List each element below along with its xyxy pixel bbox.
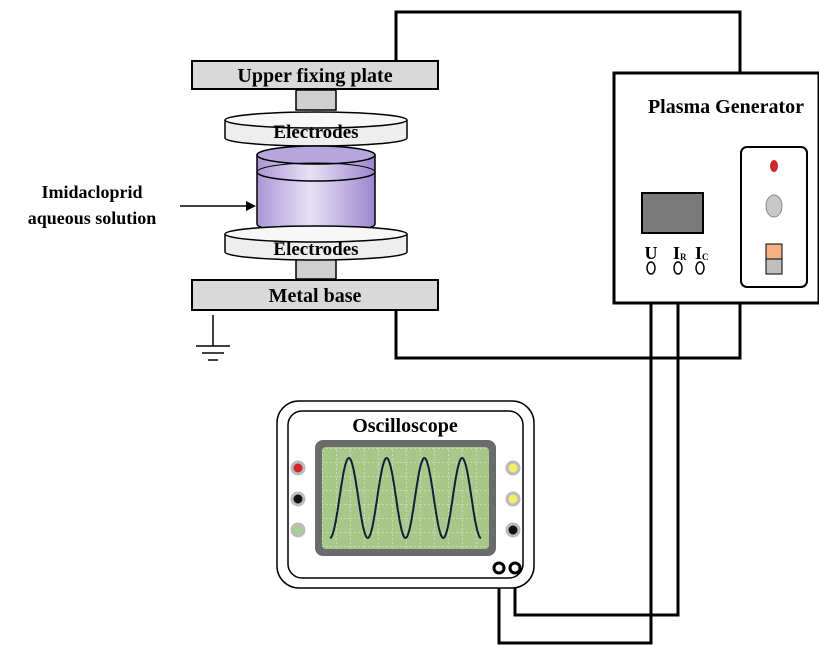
- power-indicator-led: [770, 160, 778, 172]
- lower-electrode: Electrodes: [224, 225, 408, 261]
- upper-fixing-plate-label: Upper fixing plate: [237, 65, 392, 87]
- plasma-generator: Plasma Generator U IR IC: [612, 71, 819, 305]
- osc-led-yellow-2: [505, 491, 521, 507]
- upper-electrode-label: Electrodes: [273, 122, 358, 143]
- wire-u-to-oscilloscope: [497, 274, 653, 645]
- terminal-ir-socket[interactable]: [673, 261, 683, 275]
- arrow-right-icon: [180, 201, 256, 211]
- osc-led-green: [290, 522, 306, 538]
- terminal-ic-label: IC: [695, 243, 709, 263]
- solution-container: [256, 145, 376, 234]
- upper-connector: [295, 89, 337, 111]
- metal-base: Metal base: [191, 279, 439, 311]
- upper-electrode: Electrodes: [224, 111, 408, 147]
- terminal-ir-label: IR: [673, 243, 687, 263]
- upper-fixing-plate: Upper fixing plate: [191, 60, 439, 90]
- osc-led-black-left: [290, 491, 306, 507]
- osc-input-jack-2[interactable]: [508, 561, 522, 575]
- terminal-u-label: U: [645, 243, 658, 263]
- oscilloscope-waveform: [329, 456, 482, 540]
- osc-led-red: [290, 460, 306, 476]
- ground-symbol-icon: [196, 315, 230, 361]
- generator-display: [641, 192, 704, 234]
- terminal-ic-socket[interactable]: [695, 261, 705, 275]
- solution-label-line2: aqueous solution: [28, 208, 157, 228]
- metal-base-label: Metal base: [269, 285, 362, 307]
- plasma-generator-label: Plasma Generator: [648, 96, 804, 118]
- switch-gray[interactable]: [765, 258, 783, 275]
- wire-ir-to-oscilloscope: [513, 274, 680, 617]
- lower-electrode-label: Electrodes: [273, 239, 358, 260]
- osc-led-black-right: [505, 522, 521, 538]
- oscilloscope-label: Oscilloscope: [352, 415, 458, 437]
- switch-orange[interactable]: [765, 243, 783, 260]
- oscilloscope: Oscilloscope: [276, 400, 535, 589]
- solution-label-line1: Imidacloprid: [41, 182, 142, 202]
- control-knob[interactable]: [765, 194, 783, 218]
- wire-base-to-generator: [394, 303, 742, 360]
- wire-upper-plate-to-generator: [394, 10, 742, 73]
- osc-input-jack-1[interactable]: [492, 561, 506, 575]
- osc-led-yellow-1: [505, 460, 521, 476]
- wiring: [394, 10, 742, 645]
- terminal-u-socket[interactable]: [646, 261, 656, 275]
